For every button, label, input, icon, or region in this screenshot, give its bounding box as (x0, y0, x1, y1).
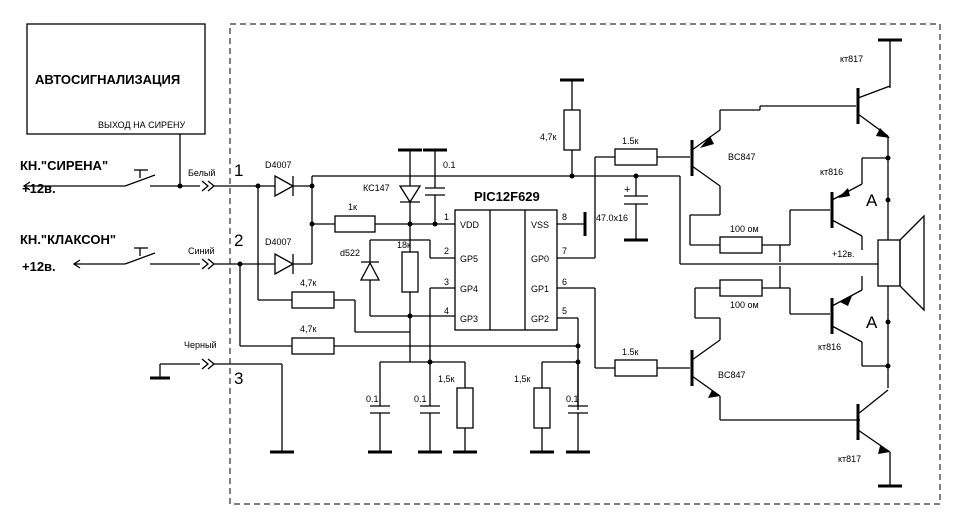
svg-text:+12в.: +12в. (22, 259, 56, 274)
svg-text:4,7к: 4,7к (540, 132, 557, 142)
svg-text:1к: 1к (348, 202, 357, 212)
resistor-1k5-top: 1.5к (614, 136, 690, 166)
svg-text:0.1: 0.1 (414, 394, 427, 404)
wire-blue-label: Синий (188, 246, 215, 256)
transistor-kt816-bottom: кт816 (818, 276, 888, 367)
cap-top: 0.1 (423, 148, 456, 224)
diode-d1: D4007 (255, 160, 312, 198)
svg-text:D4007: D4007 (265, 237, 292, 247)
svg-text:кт817: кт817 (838, 454, 861, 464)
ground-input: Черный (150, 340, 294, 454)
svg-text:GP0: GP0 (531, 254, 549, 264)
svg-text:BC847: BC847 (728, 152, 756, 162)
input-pin-1: 1 (234, 161, 243, 180)
transistor-kt816-top: кт816 (820, 157, 888, 250)
svg-text:GP4: GP4 (460, 284, 478, 294)
siren-button: КН."СИРЕНА" +12в. (20, 158, 258, 196)
svg-text:КС147: КС147 (363, 183, 390, 193)
node-a-bottom: A (866, 313, 878, 332)
svg-text:GP1: GP1 (531, 284, 549, 294)
transistor-kt817-bottom: кт817 (838, 389, 902, 488)
zener-kc147: КС147 (363, 148, 422, 224)
svg-text:+: + (624, 184, 630, 196)
resistor-1k5-bottom: 1.5к (614, 347, 690, 377)
svg-text:4: 4 (444, 306, 449, 316)
resistor-18k: 18к (397, 224, 419, 316)
cap-c2: 0.1 (414, 362, 442, 454)
input-pin-3: 3 (234, 369, 243, 388)
alarm-unit: АВТОСИГНАЛИЗАЦИЯ ВЫХОД НА СИРЕНУ Белый (26, 23, 215, 189)
speaker-plus12: +12в. (832, 249, 855, 259)
svg-text:D4007: D4007 (265, 160, 292, 170)
resistor-4k7-a: 4,7к (257, 186, 411, 333)
svg-text:КН."КЛАКСОН": КН."КЛАКСОН" (20, 232, 116, 247)
cap-c1: 0.1 (366, 362, 392, 454)
svg-text:кт817: кт817 (840, 54, 863, 64)
svg-text:4,7к: 4,7к (300, 278, 317, 288)
wire-black-label: Черный (184, 340, 216, 350)
resistor-4k7-b: 4,7к (239, 264, 578, 355)
chip-name: PIC12F629 (474, 189, 540, 204)
svg-text:VDD: VDD (460, 220, 480, 230)
svg-text:VSS: VSS (531, 220, 549, 230)
transistor-bc847-top: BC847 (690, 109, 760, 215)
resistor-4k7-top: 4,7к (540, 78, 584, 176)
svg-text:7: 7 (562, 246, 567, 256)
resistor-1k5-left: 1,5к (438, 362, 477, 454)
svg-text:+12в.: +12в. (22, 181, 56, 196)
svg-text:0.1: 0.1 (366, 394, 379, 404)
svg-text:47.0х16: 47.0х16 (596, 213, 628, 223)
cap-electrolytic: + 47.0х16 (596, 176, 648, 242)
svg-text:1: 1 (444, 212, 449, 222)
svg-text:0.1: 0.1 (566, 394, 579, 404)
svg-text:d522: d522 (340, 248, 360, 258)
transistor-bc847-bottom: BC847 (690, 318, 860, 421)
svg-text:1,5к: 1,5к (438, 374, 455, 384)
resistor-1k5-right: 1,5к (514, 362, 554, 454)
svg-text:8: 8 (562, 212, 567, 222)
svg-text:кт816: кт816 (818, 342, 841, 352)
svg-text:1.5к: 1.5к (622, 347, 639, 357)
svg-text:5: 5 (562, 306, 567, 316)
diode-d2: D4007 (237, 237, 312, 276)
svg-text:3: 3 (444, 277, 449, 287)
resistor-100-b: 100 ом (694, 279, 780, 319)
alarm-output: ВЫХОД НА СИРЕНУ (98, 120, 186, 130)
led-d522: d522 (340, 240, 410, 317)
svg-text:18к: 18к (397, 240, 411, 250)
pic-chip: PIC12F629 VDD GP5 GP4 GP3 VSS GP0 GP1 GP… (444, 189, 567, 331)
svg-text:КН."СИРЕНА": КН."СИРЕНА" (20, 158, 108, 173)
alarm-title: АВТОСИГНАЛИЗАЦИЯ (35, 72, 180, 87)
svg-text:GP5: GP5 (460, 254, 478, 264)
svg-text:BC847: BC847 (718, 370, 746, 380)
cap-c3: 0.1 (566, 362, 590, 454)
svg-text:100 ом: 100 ом (730, 224, 759, 234)
node-a-top: A (866, 191, 878, 210)
svg-text:6: 6 (562, 277, 567, 287)
svg-text:кт816: кт816 (820, 167, 843, 177)
svg-text:100 ом: 100 ом (730, 300, 759, 310)
resistor-100-a: 100 ом (689, 214, 780, 254)
svg-text:1.5к: 1.5к (622, 136, 639, 146)
horn-button: КН."КЛАКСОН" +12в. Синий (20, 232, 240, 274)
svg-text:0.1: 0.1 (443, 160, 456, 170)
input-pin-2: 2 (234, 231, 243, 250)
svg-text:GP2: GP2 (531, 314, 549, 324)
svg-text:1,5к: 1,5к (514, 374, 531, 384)
wire-white-label: Белый (188, 168, 215, 178)
transistor-kt817-top: кт817 (840, 38, 902, 158)
svg-text:2: 2 (444, 246, 449, 256)
svg-text:GP3: GP3 (460, 314, 478, 324)
svg-text:4,7к: 4,7к (300, 324, 317, 334)
resistor-1k: 1к (312, 202, 455, 233)
speaker (877, 214, 925, 312)
